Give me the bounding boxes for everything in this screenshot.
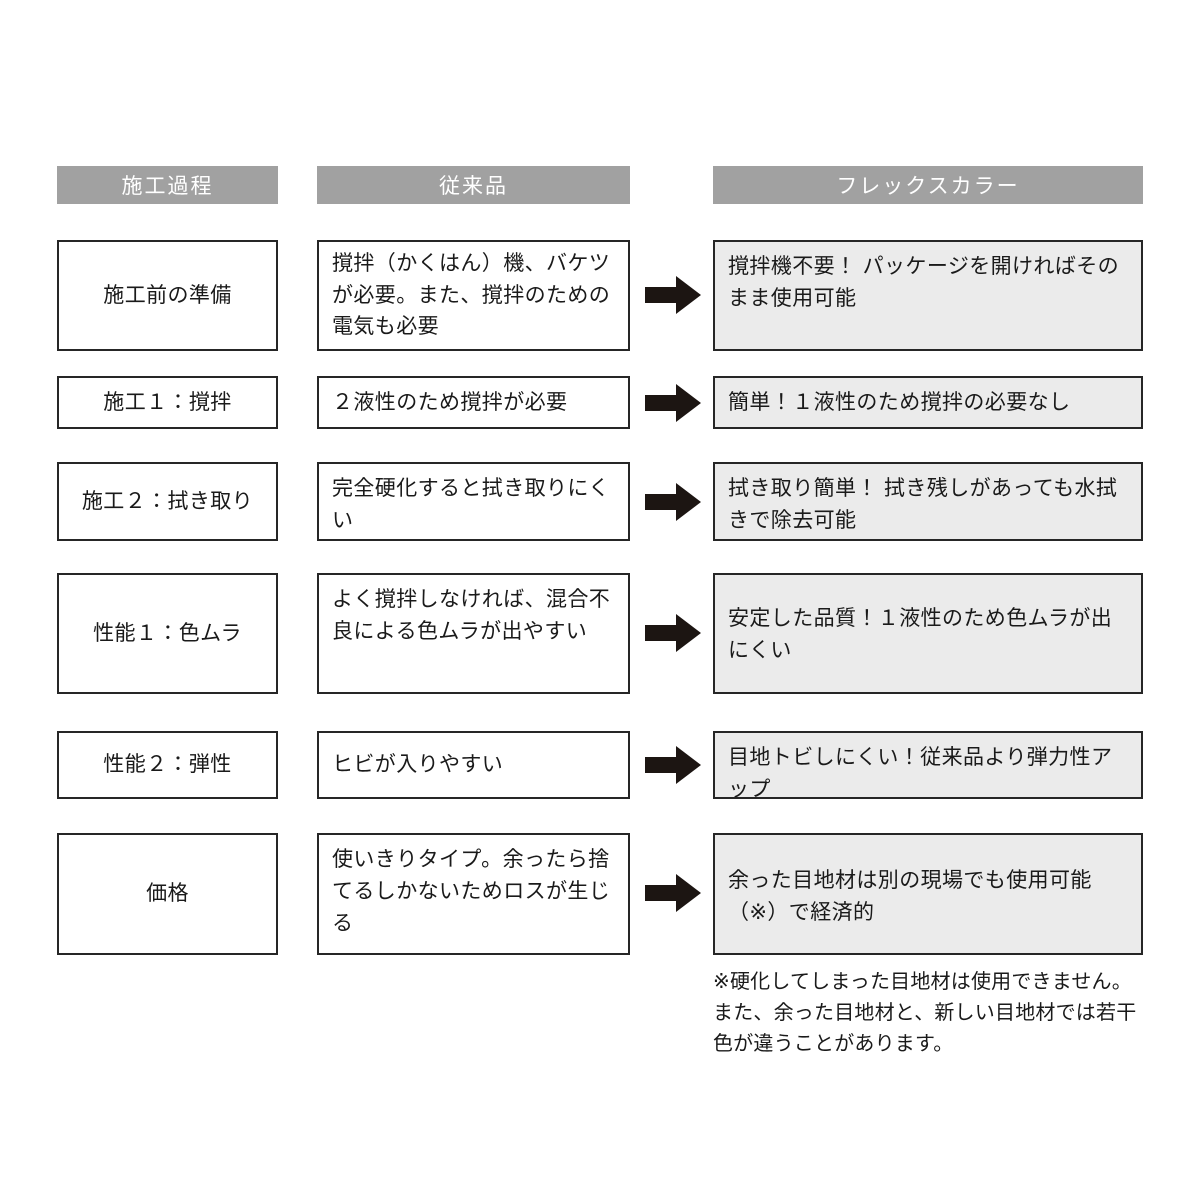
footnote-text: ※硬化してしまった目地材は使用できません。また、余った目地材と、新しい目地材では… bbox=[713, 971, 1137, 1056]
arrow-right-icon bbox=[645, 481, 701, 523]
process-cell: 性能１：色ムラ bbox=[57, 573, 278, 694]
conventional-text: ヒビが入りやすい bbox=[332, 753, 504, 777]
flexcolor-cell: 安定した品質！１液性のため色ムラが出にくい bbox=[713, 573, 1143, 694]
arrow-right-icon bbox=[645, 744, 701, 786]
arrow-right-icon bbox=[645, 274, 701, 316]
flexcolor-cell: 余った目地材は別の現場でも使用可能（※）で経済的 bbox=[713, 833, 1143, 955]
process-cell: 性能２：弾性 bbox=[57, 731, 278, 799]
flexcolor-text: 余った目地材は別の現場でも使用可能（※）で経済的 bbox=[728, 869, 1092, 924]
conventional-cell: 使いきりタイプ。余ったら捨てるしかないためロスが生じる bbox=[317, 833, 630, 955]
conventional-cell: 完全硬化すると拭き取りにくい bbox=[317, 462, 630, 541]
conventional-text: 使いきりタイプ。余ったら捨てるしかないためロスが生じる bbox=[332, 848, 611, 935]
conventional-cell: 撹拌（かくはん）機、バケツが必要。また、撹拌のための電気も必要 bbox=[317, 240, 630, 351]
flexcolor-text: 拭き取り簡単！ 拭き残しがあっても水拭きで除去可能 bbox=[728, 477, 1118, 532]
flexcolor-cell: 目地トビしにくい！従来品より弾力性アップ bbox=[713, 731, 1143, 799]
process-cell: 施工２：拭き取り bbox=[57, 462, 278, 541]
arrow-right-icon bbox=[645, 872, 701, 914]
conventional-cell: よく撹拌しなければ、混合不良による色ムラが出やすい bbox=[317, 573, 630, 694]
conventional-text: 完全硬化すると拭き取りにくい bbox=[332, 477, 610, 532]
column-header-process: 施工過程 bbox=[57, 166, 278, 204]
column-header-conventional: 従来品 bbox=[317, 166, 630, 204]
process-cell: 施工１：撹拌 bbox=[57, 376, 278, 429]
flexcolor-text: 簡単！１液性のため撹拌の必要なし bbox=[728, 390, 1071, 414]
flexcolor-text: 安定した品質！１液性のため色ムラが出にくい bbox=[728, 607, 1113, 662]
conventional-cell: ２液性のため撹拌が必要 bbox=[317, 376, 630, 429]
process-cell: 価格 bbox=[57, 833, 278, 955]
conventional-cell: ヒビが入りやすい bbox=[317, 731, 630, 799]
arrow-right-icon bbox=[645, 382, 701, 424]
process-cell: 施工前の準備 bbox=[57, 240, 278, 351]
conventional-text: 撹拌（かくはん）機、バケツが必要。また、撹拌のための電気も必要 bbox=[332, 251, 611, 339]
flexcolor-cell: 簡単！１液性のため撹拌の必要なし bbox=[713, 376, 1143, 429]
flexcolor-cell: 拭き取り簡単！ 拭き残しがあっても水拭きで除去可能 bbox=[713, 462, 1143, 541]
conventional-text: よく撹拌しなければ、混合不良による色ムラが出やすい bbox=[332, 588, 611, 643]
arrow-right-icon bbox=[645, 612, 701, 654]
flexcolor-text: 撹拌機不要！ パッケージを開ければそのまま使用可能 bbox=[728, 255, 1120, 310]
conventional-text: ２液性のため撹拌が必要 bbox=[332, 390, 568, 414]
flexcolor-text: 目地トビしにくい！従来品より弾力性アップ bbox=[728, 746, 1113, 799]
column-header-flexcolor: フレックスカラー bbox=[713, 166, 1143, 204]
flexcolor-cell: 撹拌機不要！ パッケージを開ければそのまま使用可能 bbox=[713, 240, 1143, 351]
